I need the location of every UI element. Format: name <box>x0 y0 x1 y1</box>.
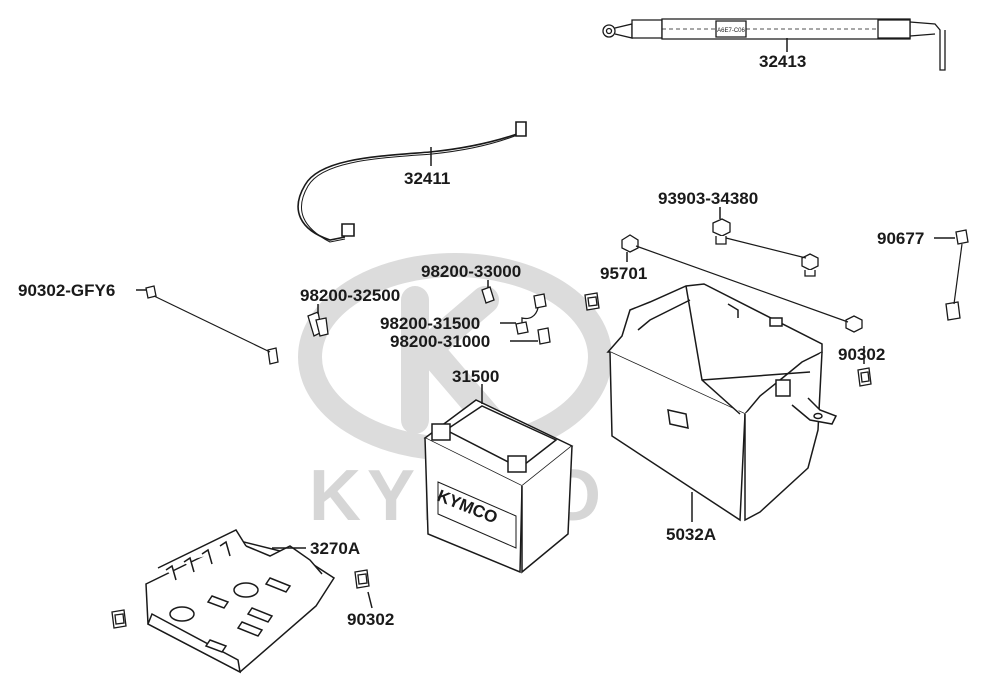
clip-nut-left <box>112 610 126 628</box>
clip-nut-top <box>585 293 599 310</box>
label-98200-31000: 98200-31000 <box>390 332 491 351</box>
ground-cable-32411 <box>298 122 526 242</box>
cable-tag-text: A6E7-C06 <box>717 28 745 34</box>
label-90302-right: 90302 <box>838 345 886 364</box>
battery-bracket-3270a <box>146 530 334 672</box>
label-3270a: 3270A <box>310 539 361 558</box>
label-5032a: 5032A <box>666 525 717 544</box>
fuse-clip-31000 <box>538 328 550 344</box>
fuse-clip-32500 <box>308 312 328 336</box>
bolt-90302-gfy6 <box>146 286 278 364</box>
label-93903-34380: 93903-34380 <box>658 189 759 208</box>
bolt-95701 <box>622 235 862 332</box>
label-90677: 90677 <box>877 229 925 248</box>
clip-nut-bottom <box>355 570 369 588</box>
battery-box-5032a <box>608 284 836 520</box>
label-32413: 32413 <box>759 52 807 71</box>
label-95701: 95701 <box>600 264 648 283</box>
connector-90302-gfy6 <box>153 295 271 353</box>
label-98200-32500: 98200-32500 <box>300 286 401 305</box>
leader-90302-bottom <box>367 591 373 609</box>
label-90302-gfy6: 90302-GFY6 <box>18 281 116 300</box>
clip-nut-right <box>858 368 871 386</box>
label-90302-bottom: 90302 <box>347 610 395 629</box>
label-98200-33000: 98200-33000 <box>421 262 522 281</box>
battery-cable-32413 <box>603 19 945 70</box>
fuse-clip-31500 <box>516 294 546 334</box>
battery-31500 <box>425 400 572 572</box>
connector-90677 <box>953 243 963 305</box>
label-98200-31500: 98200-31500 <box>380 314 481 333</box>
label-31500: 31500 <box>452 367 500 386</box>
connector-95701 <box>635 245 849 323</box>
clip-90677 <box>946 230 968 320</box>
label-32411: 32411 <box>404 169 451 188</box>
connector-93903 <box>725 237 807 259</box>
